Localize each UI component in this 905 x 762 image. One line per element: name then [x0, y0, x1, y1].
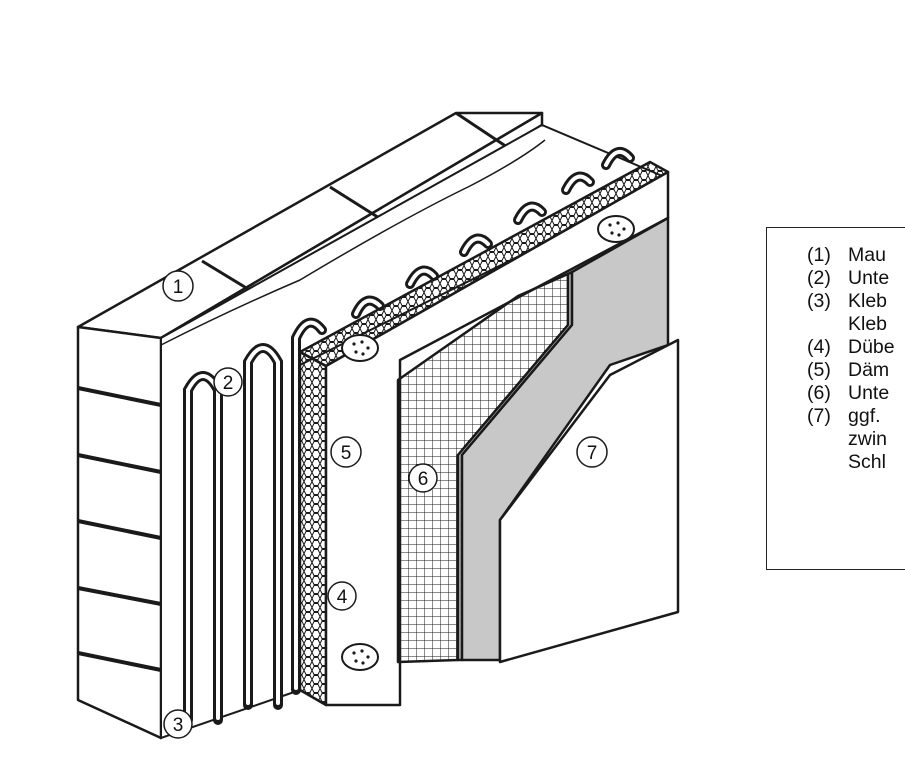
svg-text:1: 1: [173, 277, 184, 298]
legend-item-3: (3) Kleb Kleb: [807, 290, 895, 336]
svg-text:5: 5: [341, 443, 352, 464]
legend-item-2: (2) Unte: [807, 267, 895, 290]
legend-text: Unte: [848, 267, 890, 289]
legend-text: Kleb: [848, 290, 888, 312]
svg-text:6: 6: [418, 469, 429, 490]
callout-2: 2: [213, 367, 243, 397]
callout-4: 4: [327, 581, 357, 611]
legend-text: Schl: [848, 451, 886, 473]
legend-item-5: (5) Däm: [807, 359, 895, 382]
masonry-front-joints: [77, 386, 162, 672]
callouts: 1 2 3 4 5 6 7: [162, 270, 608, 739]
svg-text:7: 7: [587, 443, 598, 464]
legend-number: (1): [807, 244, 831, 266]
svg-text:3: 3: [173, 715, 184, 736]
legend-text: Däm: [848, 359, 890, 381]
callout-1: 1: [162, 270, 194, 302]
legend-number: (2): [807, 267, 831, 289]
finish-plaster-grey: [460, 216, 670, 662]
legend-item-4: (4) Dübe: [807, 336, 895, 359]
svg-text:4: 4: [337, 587, 348, 608]
legend-text: ggf.: [848, 405, 881, 427]
legend-text: Dübe: [848, 336, 895, 358]
finish-coat: [498, 338, 680, 664]
legend-number: (3): [807, 290, 831, 312]
legend-item-7: (7) ggf. zwin Schl: [807, 405, 895, 474]
legend-item-1: (1) Mau: [807, 244, 895, 267]
legend-list: (1) Mau (2) Unte (3) Kleb Kleb (4) Dübe …: [807, 244, 895, 474]
svg-text:2: 2: [223, 373, 234, 394]
legend-text: zwin: [848, 428, 888, 450]
legend-item-6: (6) Unte: [807, 382, 895, 405]
legend-number: (5): [807, 359, 831, 381]
dowel-icons: [341, 215, 635, 671]
callout-5: 5: [330, 436, 362, 468]
legend-text: Kleb: [848, 313, 888, 335]
legend-text: Unte: [848, 382, 890, 404]
callout-3: 3: [163, 709, 193, 739]
callout-6: 6: [408, 463, 438, 493]
legend-number: (7): [807, 405, 831, 427]
legend-number: (6): [807, 382, 831, 404]
legend-text: Mau: [848, 244, 886, 266]
legend-number: (4): [807, 336, 831, 358]
legend-box: (1) Mau (2) Unte (3) Kleb Kleb (4) Dübe …: [766, 227, 905, 570]
callout-7: 7: [576, 436, 608, 468]
dowel-holes: [352, 221, 626, 665]
